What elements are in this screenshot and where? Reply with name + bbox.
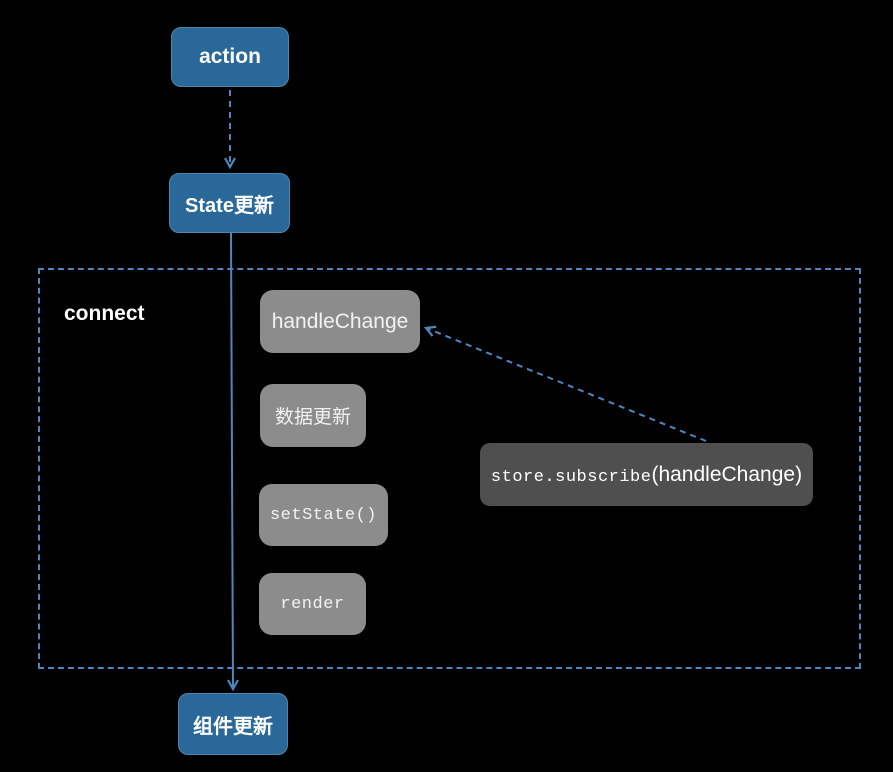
node-handle-change-label: handleChange bbox=[271, 309, 409, 333]
node-render-label: render bbox=[280, 594, 345, 614]
connect-label: connect bbox=[64, 302, 145, 325]
node-render: render bbox=[259, 573, 366, 635]
connect-container: connect bbox=[38, 268, 861, 669]
node-state-update-label: State更新 bbox=[185, 194, 274, 217]
node-action-label: action bbox=[199, 45, 261, 68]
node-data-update: 数据更新 bbox=[260, 384, 366, 447]
node-store-subscribe-label: store.subscribe(handleChange) bbox=[491, 463, 802, 487]
store-subscribe-argument: (handleChange) bbox=[651, 462, 803, 486]
node-state-update: State更新 bbox=[169, 173, 290, 233]
node-set-state: setState() bbox=[259, 484, 388, 546]
node-data-update-label: 数据更新 bbox=[274, 407, 351, 428]
node-handle-change: handleChange bbox=[260, 290, 420, 353]
node-store-subscribe: store.subscribe(handleChange) bbox=[480, 443, 813, 506]
store-subscribe-prefix: store.subscribe bbox=[490, 467, 652, 487]
node-component-update: 组件更新 bbox=[178, 693, 288, 755]
node-action: action bbox=[171, 27, 289, 87]
node-component-update-label: 组件更新 bbox=[193, 715, 273, 738]
node-set-state-label: setState() bbox=[269, 505, 378, 525]
